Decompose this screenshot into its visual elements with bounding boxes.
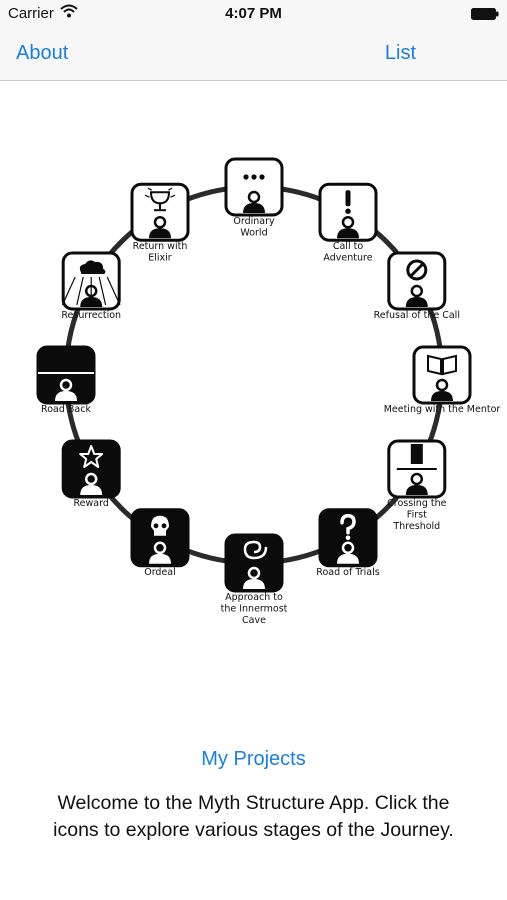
stage-label: Road of Trials (316, 567, 379, 578)
stage-label: Ordinary (233, 216, 275, 227)
sun-cloud-icon (61, 260, 121, 306)
stage-tile (61, 439, 121, 499)
exclamation-icon (345, 190, 351, 214)
chalice-icon (144, 187, 176, 212)
person-icon (337, 541, 359, 564)
stage-meeting-with-the-mentor-button[interactable]: Meeting with the Mentor (384, 345, 501, 415)
road-back-icon (38, 350, 94, 374)
stage-tile (224, 533, 284, 593)
stage-label: Adventure (323, 253, 372, 264)
list-button[interactable]: List (384, 42, 416, 64)
battery-icon (471, 8, 499, 20)
stage-label: Meeting with the Mentor (384, 404, 501, 415)
about-button[interactable]: About (16, 42, 69, 64)
navigation-bar: About List (0, 28, 507, 81)
stage-label: Ordeal (144, 567, 176, 578)
person-icon (55, 378, 77, 401)
wifi-icon (60, 4, 78, 18)
spiral-icon (243, 540, 268, 560)
stage-tile (130, 182, 190, 242)
stage-tile (387, 251, 447, 311)
stage-resurrection-button[interactable]: Resurrection (61, 251, 121, 321)
stage-label: Reward (74, 498, 109, 509)
person-icon (80, 284, 103, 307)
person-icon (80, 472, 103, 495)
stage-label: Approach to (225, 592, 283, 603)
no-sign-icon (406, 259, 428, 281)
stage-road-back-button[interactable]: Road Back (36, 345, 96, 415)
open-book-icon (427, 354, 457, 376)
stage-label: Crossing the (387, 498, 446, 509)
stage-label: Call to (333, 241, 363, 252)
clock: 4:07 PM (225, 5, 282, 22)
stage-label: Resurrection (61, 310, 121, 321)
skull-icon (151, 515, 169, 536)
stage-reward-button[interactable]: Reward (61, 439, 121, 509)
stage-tile (36, 345, 96, 405)
stage-road-of-trials-button[interactable]: Road of Trials (316, 508, 380, 578)
stage-label: Elixir (148, 253, 172, 264)
stage-tile (130, 508, 190, 568)
stage-ordeal-button[interactable]: Ordeal (130, 508, 190, 578)
person-icon (243, 566, 265, 589)
stage-tile (224, 157, 284, 217)
star-icon (79, 445, 104, 468)
question-mark-icon (340, 514, 356, 541)
stage-label: Threshold (392, 521, 440, 532)
dots-speech-icon (243, 174, 265, 180)
stage-label: Cave (242, 615, 266, 626)
stage-label: Refusal of the Call (374, 310, 460, 321)
stage-label: World (240, 228, 267, 239)
stage-refusal-of-the-call-button[interactable]: Refusal of the Call (374, 251, 460, 321)
stage-label: the Innermost (221, 604, 288, 615)
carrier-label: Carrier (8, 5, 54, 22)
person-icon (337, 215, 359, 239)
my-projects-link[interactable]: My Projects (201, 748, 306, 770)
person-icon (405, 284, 428, 307)
welcome-text: Welcome to the Myth Structure App. Click… (53, 792, 454, 841)
status-bar: Carrier 4:07 PM (0, 0, 507, 28)
door-threshold-icon (396, 444, 437, 470)
person-icon (149, 541, 171, 564)
person-icon (431, 378, 453, 401)
stage-label: Road Back (41, 404, 91, 415)
person-icon (405, 472, 428, 495)
stage-label: Return with (133, 241, 188, 252)
stage-label: First (407, 510, 427, 521)
person-icon (149, 215, 171, 239)
person-icon (243, 190, 265, 213)
